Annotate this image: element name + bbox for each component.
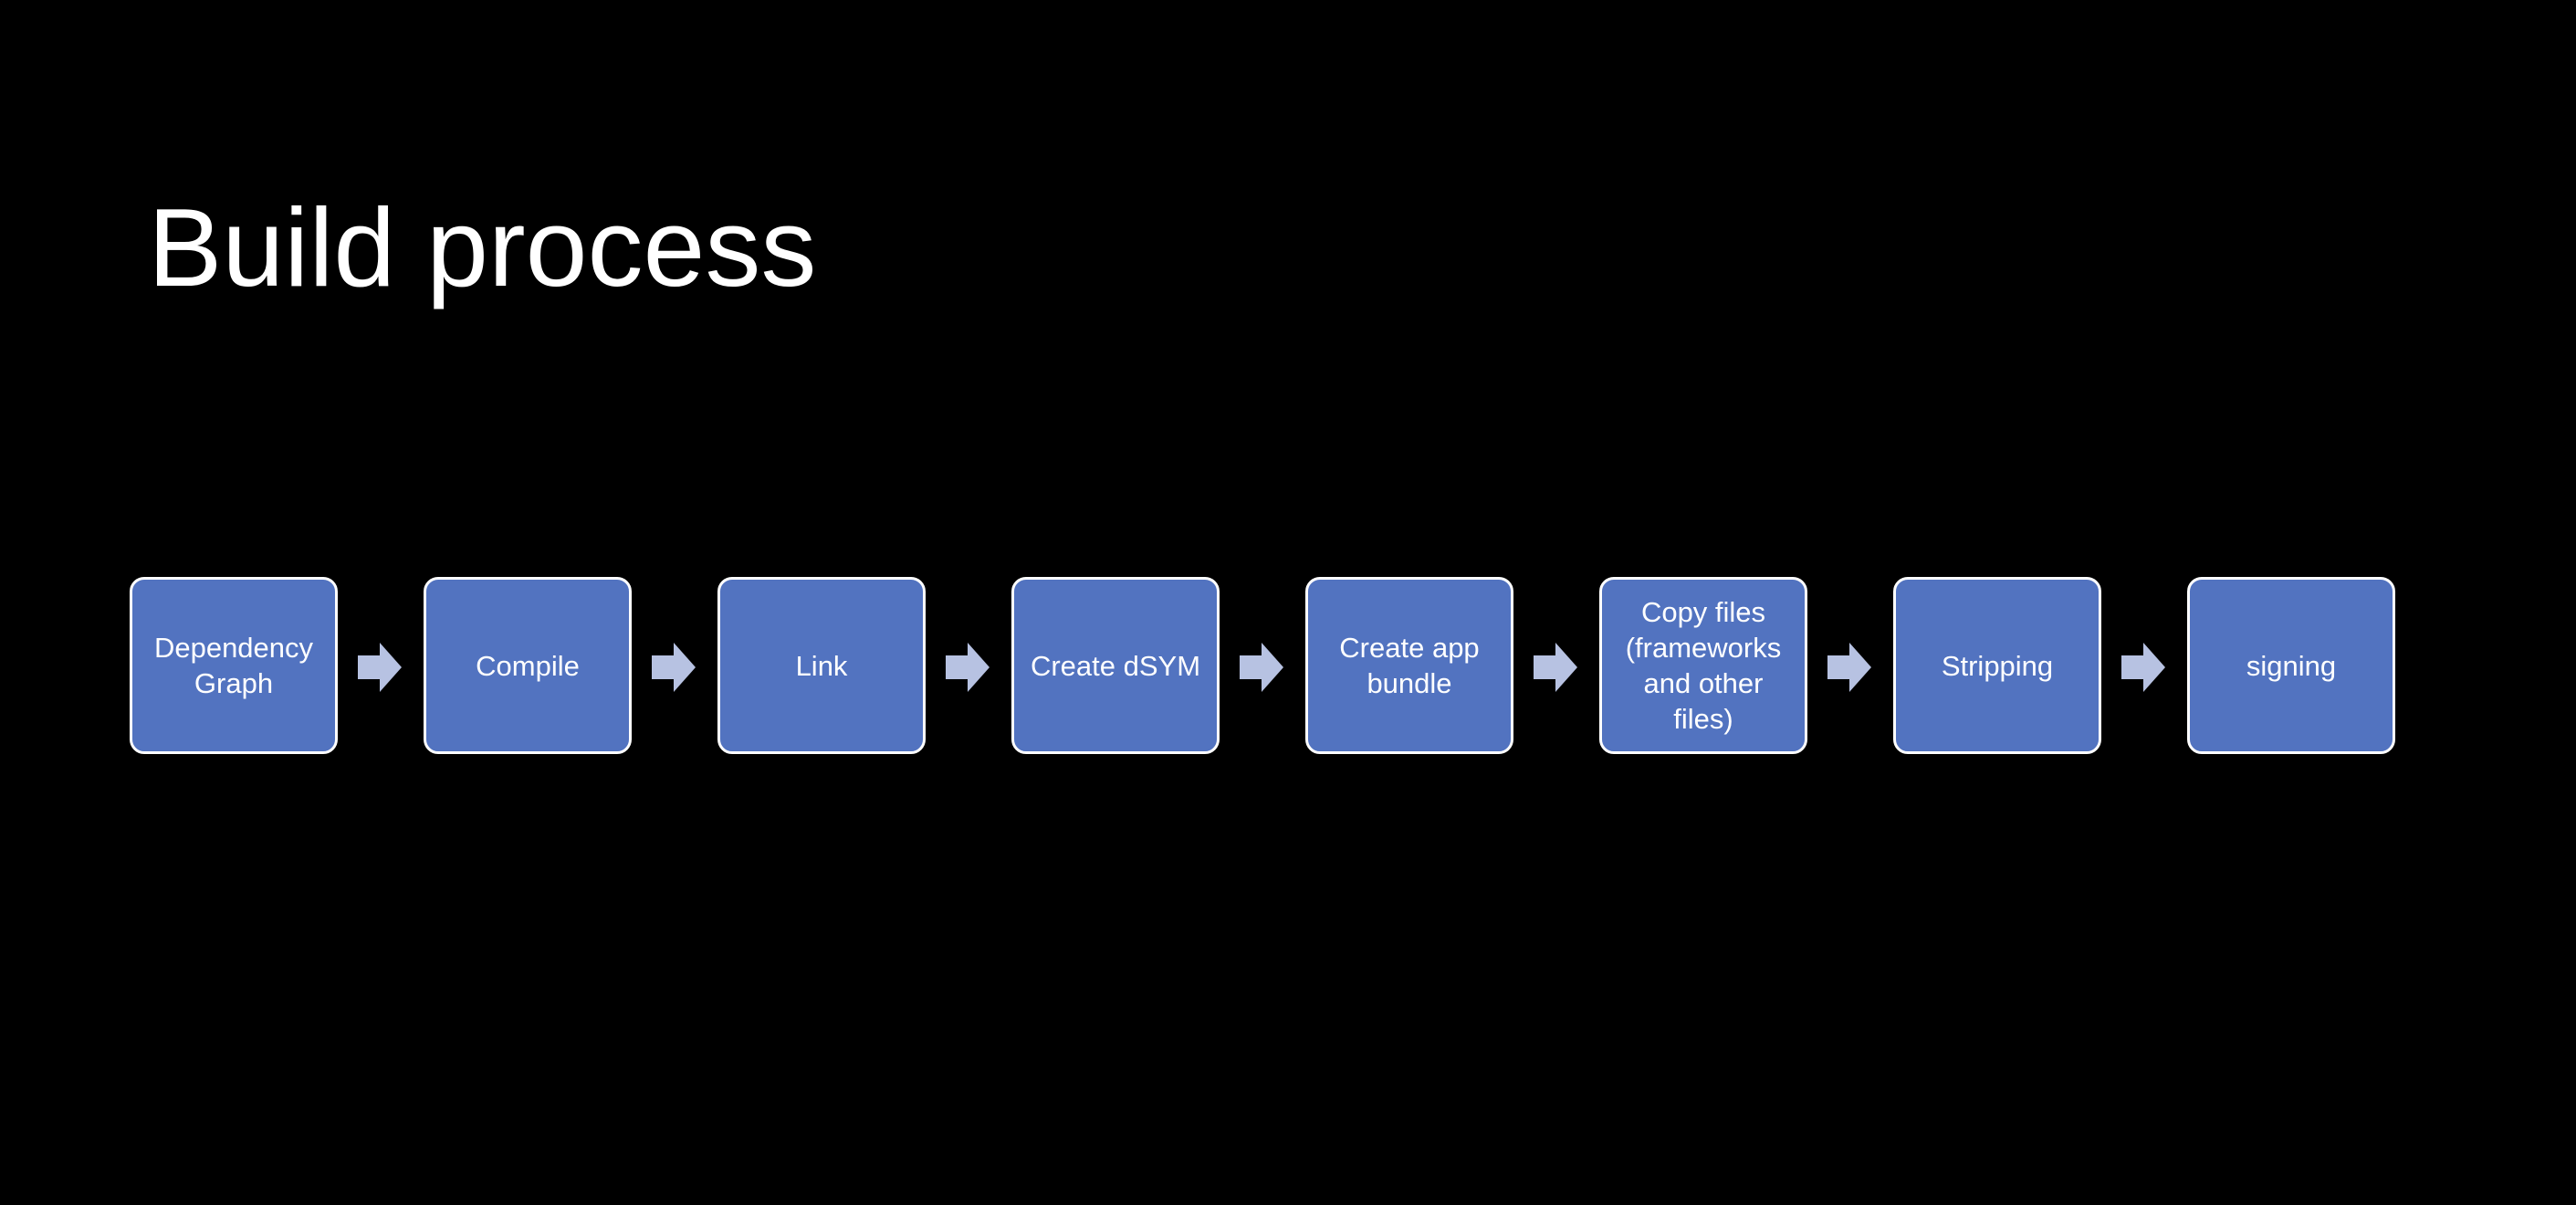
process-step-label: signing — [2246, 649, 2337, 682]
process-step-box: Compile — [424, 577, 632, 754]
process-step-label: Create app bundle — [1339, 632, 1480, 699]
process-step-box: Dependency Graph — [130, 577, 338, 754]
right-arrow-icon — [652, 643, 696, 692]
process-step-box: Create app bundle — [1305, 577, 1513, 754]
process-step-box: Create dSYM — [1011, 577, 1220, 754]
right-arrow-icon — [946, 643, 990, 692]
right-arrow-icon — [1534, 643, 1577, 692]
process-step-box: signing — [2187, 577, 2395, 754]
process-step-label: Copy files (frameworks and other files) — [1625, 596, 1782, 735]
process-step-box: Link — [717, 577, 926, 754]
slide-title: Build process — [148, 185, 817, 309]
process-flow: Dependency Graph Compile Link Create dSYM Cr… — [130, 577, 2399, 760]
process-step-label: Dependency Graph — [153, 632, 314, 699]
process-step-box: Stripping — [1893, 577, 2101, 754]
right-arrow-icon — [358, 643, 402, 692]
right-arrow-icon — [1827, 643, 1871, 692]
right-arrow-icon — [2121, 643, 2165, 692]
process-step-label: Create dSYM — [1030, 649, 1201, 682]
process-step-label: Compile — [476, 649, 580, 682]
right-arrow-icon — [1240, 643, 1283, 692]
process-step-label: Link — [795, 649, 848, 682]
process-step-label: Stripping — [1941, 649, 2054, 682]
process-step-box: Copy files (frameworks and other files) — [1599, 577, 1807, 754]
